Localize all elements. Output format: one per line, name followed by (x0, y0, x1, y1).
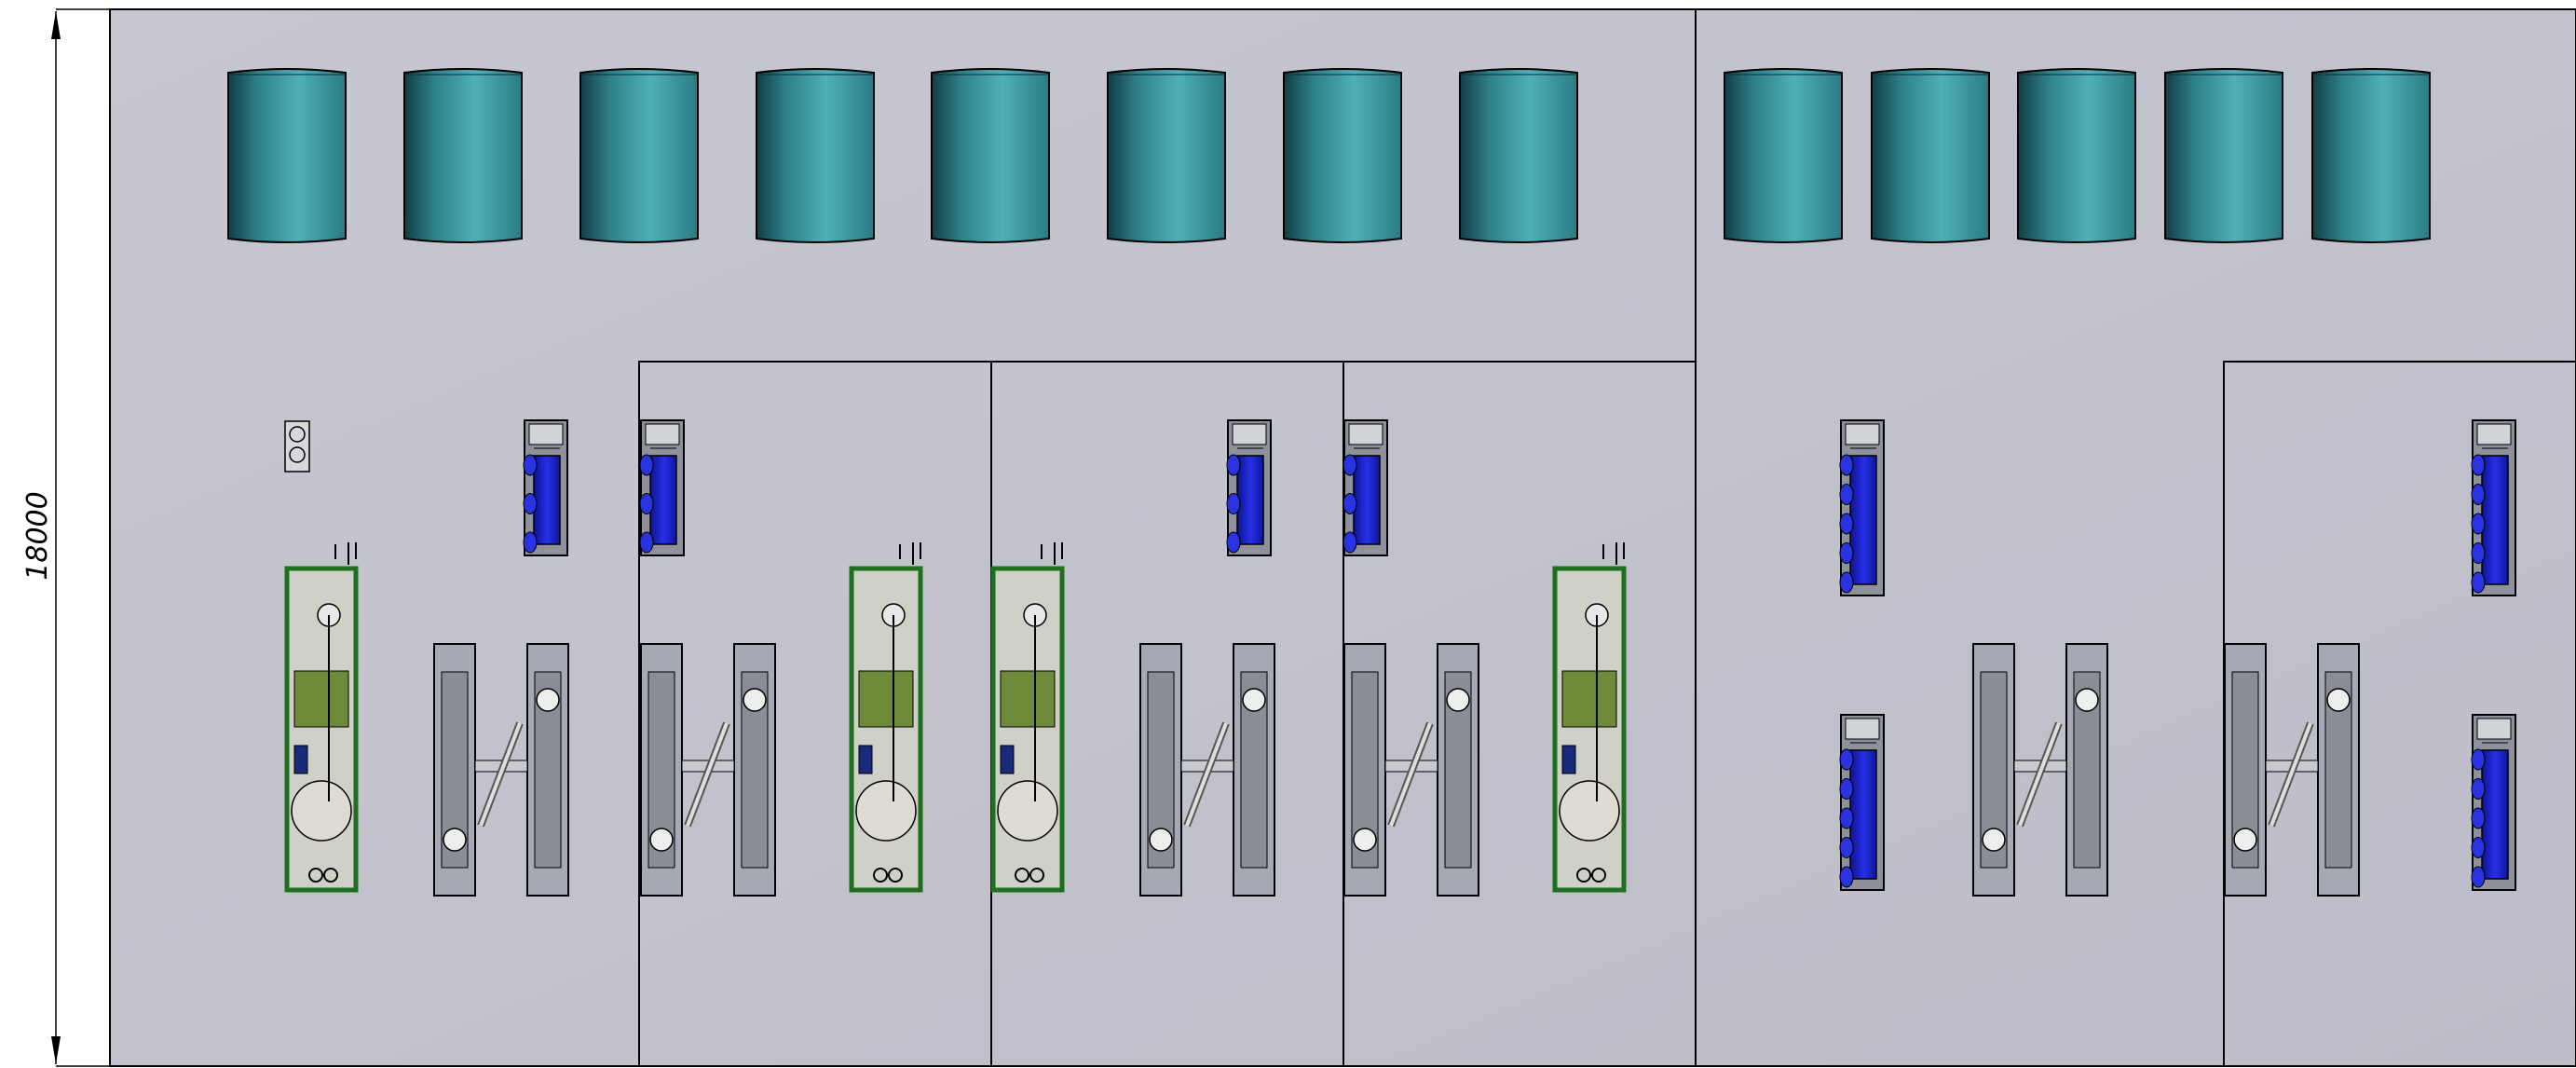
h-frame-skid (1139, 643, 1275, 897)
storage-tank (1459, 68, 1578, 243)
storage-tank (2164, 68, 2283, 243)
filter-unit (523, 419, 568, 556)
green-module (284, 542, 359, 893)
h-frame-skid (2224, 643, 2360, 897)
storage-tank (2311, 68, 2431, 243)
storage-tank (1107, 68, 1226, 243)
dimension-line (51, 8, 110, 1067)
filter-unit (2471, 419, 2516, 596)
dimension-label: 18000 (21, 491, 54, 580)
storage-tank (403, 68, 523, 243)
storage-tank (1283, 68, 1402, 243)
h-frame-skid (433, 643, 569, 897)
green-module (849, 542, 923, 893)
storage-tank (931, 68, 1050, 243)
green-module (990, 542, 1065, 893)
filter-unit (1839, 419, 1885, 596)
storage-tank (1871, 68, 1990, 243)
green-module (1552, 542, 1627, 893)
filter-unit (1839, 714, 1885, 891)
filter-unit (639, 419, 685, 556)
storage-tank (579, 68, 699, 243)
storage-tank (2017, 68, 2136, 243)
storage-tank-row (227, 68, 2431, 243)
h-frame-skid (1343, 643, 1479, 897)
h-frame-skid (640, 643, 776, 897)
equipment-layer (284, 419, 2516, 897)
storage-tank (756, 68, 875, 243)
storage-tank (1724, 68, 1843, 243)
filter-unit (1343, 419, 1388, 556)
h-frame-skid (1972, 643, 2108, 897)
filter-unit (1226, 419, 1272, 556)
storage-tank (227, 68, 347, 243)
control-box (284, 420, 310, 472)
filter-unit (2471, 714, 2516, 891)
